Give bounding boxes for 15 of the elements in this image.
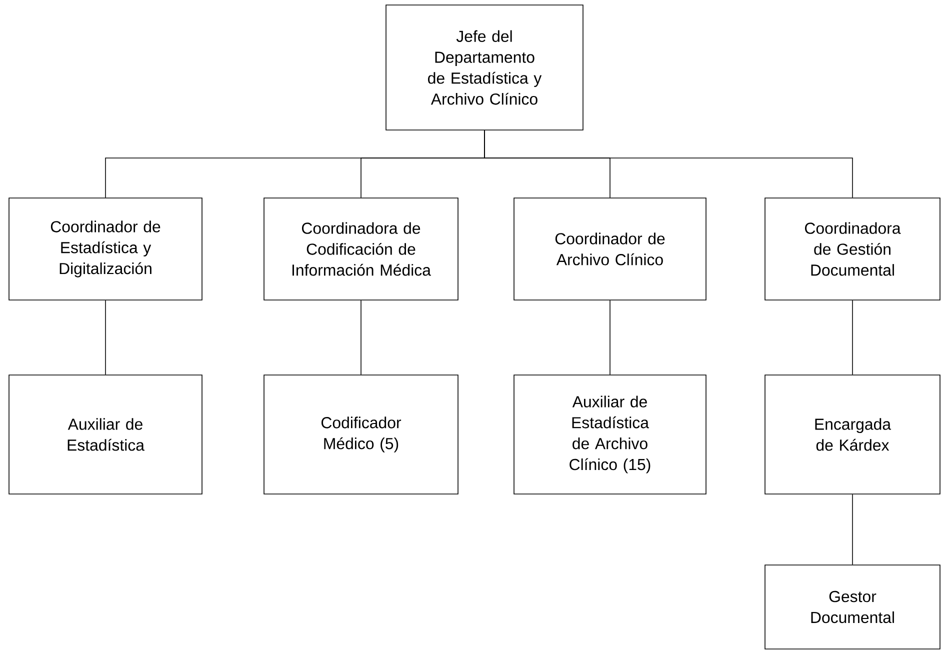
connector-line [852, 300, 853, 375]
connector-line [484, 130, 853, 198]
org-box: Codificador Médico (5) [264, 374, 458, 494]
connector-line [105, 300, 106, 375]
org-box: Encargada de Kárdex [764, 374, 940, 494]
org-box: Gestor Documental [764, 564, 940, 650]
connector-line [852, 494, 853, 565]
org-box: Coordinador de Archivo Clínico [514, 198, 706, 300]
org-box: Coordinadora de Gestión Documental [764, 198, 940, 300]
org-box: Coordinadora de Codificación de Información Médica [264, 198, 458, 300]
org-box: Coordinador de Estadística y Digitalización [8, 198, 202, 300]
org-box: Auxiliar de Estadística de Archivo Clínico (15) [514, 374, 706, 494]
connector-line [360, 300, 362, 375]
org-box: Jefe del Departamento de Estadística y Archivo Clínico [386, 4, 584, 130]
org-box: Auxiliar de Estadística [8, 374, 202, 494]
